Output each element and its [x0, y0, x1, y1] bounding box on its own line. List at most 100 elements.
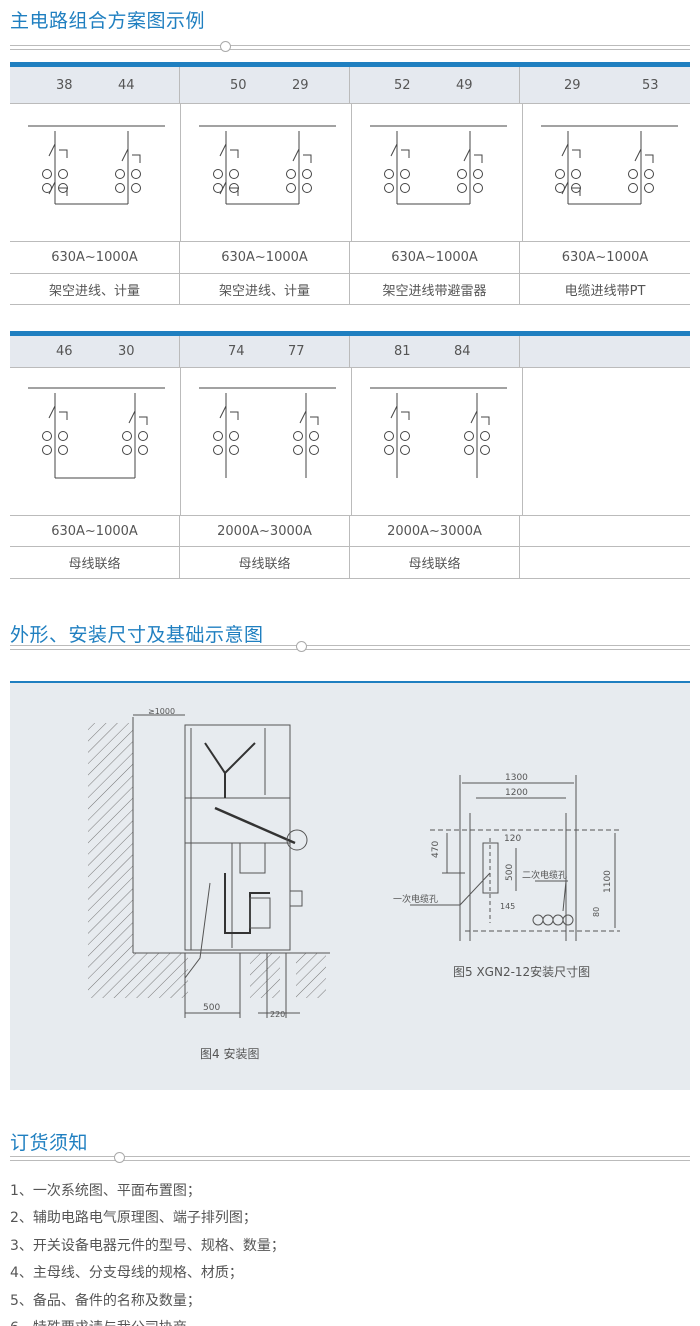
description-row: 架空进线、计量 架空进线、计量 架空进线带避雷器 电缆进线带PT [10, 274, 690, 305]
circuit-schematic-icon [370, 387, 507, 478]
current-transformer-symbol [628, 183, 638, 193]
empty-cell [523, 368, 693, 515]
circuit-diagram [352, 368, 523, 515]
dim-470: 470 [431, 841, 441, 858]
current-transformer-symbol [480, 445, 490, 455]
current-transformer-symbol [42, 169, 52, 179]
scheme-description: 架空进线带避雷器 [350, 274, 520, 304]
scheme-number: 53 [642, 77, 659, 93]
current-transformer-symbol [293, 431, 303, 441]
scheme-description: 母线联络 [350, 547, 520, 578]
current-transformer-symbol [229, 431, 239, 441]
rated-current: 630A~1000A [10, 242, 180, 273]
header-cell: 52 49 [350, 67, 520, 103]
current-transformer-symbol [286, 169, 296, 179]
scheme-number: 49 [456, 77, 473, 93]
current-transformer-symbol [309, 445, 319, 455]
scheme-number: 74 [228, 344, 245, 359]
scheme-number: 52 [394, 77, 411, 93]
header-cell: 50 29 [180, 67, 350, 103]
circuit-schematic-icon [199, 387, 336, 478]
switch-symbol [128, 403, 148, 433]
circuit-diagram [181, 104, 352, 241]
current-transformer-symbol [302, 183, 312, 193]
switch-symbol [48, 136, 68, 166]
scheme-description: 架空进线、计量 [180, 274, 350, 304]
current-transformer-symbol [229, 169, 239, 179]
scheme-number: 38 [56, 77, 73, 93]
current-transformer-symbol [58, 445, 68, 455]
current-transformer-symbol [58, 431, 68, 441]
switch-symbol [219, 174, 239, 204]
dim-80: 80 [592, 907, 601, 917]
rated-current: 2000A~3000A [180, 516, 350, 546]
circuit-diagram [181, 368, 352, 515]
switch-symbol [390, 398, 410, 428]
scheme-number: 46 [56, 344, 73, 359]
description-row: 母线联络 母线联络 母线联络 [10, 547, 690, 579]
diagram-row [10, 368, 690, 516]
current-transformer-symbol [644, 169, 654, 179]
current-transformer-symbol [131, 169, 141, 179]
switch-symbol [390, 136, 410, 166]
dim-220: 220 [270, 1010, 285, 1019]
scheme-number: 84 [454, 344, 471, 359]
current-transformer-symbol [138, 431, 148, 441]
scheme-description: 电缆进线带PT [564, 283, 646, 299]
current-transformer-symbol [58, 169, 68, 179]
rated-current: 630A~1000A [10, 516, 180, 546]
switch-symbol [634, 141, 654, 171]
dim-145: 145 [500, 902, 515, 911]
switch-symbol [561, 174, 581, 204]
current-transformer-symbol [131, 183, 141, 193]
current-transformer-symbol [480, 431, 490, 441]
switch-symbol [292, 141, 312, 171]
list-item: 5、备品、备件的名称及数量； [10, 1292, 201, 1309]
current-transformer-symbol [384, 169, 394, 179]
dim-500: 500 [203, 1003, 220, 1013]
current-transformer-symbol [400, 183, 410, 193]
scheme-number: 29 [292, 77, 309, 93]
label-primary-cable-hole: 一次电缆孔 [393, 893, 438, 905]
current-transformer-symbol [473, 169, 483, 179]
list-item: 3、开关设备电器元件的型号、规格、数量； [10, 1237, 285, 1254]
current-transformer-symbol [302, 169, 312, 179]
fig4-caption: 图4 安装图 [200, 1047, 260, 1061]
current-transformer-symbol [384, 183, 394, 193]
list-item: 2、辅助电路电气原理图、端子排列图； [10, 1210, 257, 1227]
divider-dot-icon [220, 41, 231, 52]
circuit-diagram [10, 368, 181, 515]
current-transformer-symbol [400, 169, 410, 179]
list-item: 4、主母线、分支母线的规格、材质； [10, 1265, 243, 1282]
circuit-schematic-icon [28, 387, 165, 479]
current-transformer-symbol [400, 445, 410, 455]
empty-cell [520, 516, 690, 546]
scheme-number: 44 [118, 77, 135, 93]
current-transformer-symbol [644, 183, 654, 193]
current-transformer-symbol [309, 431, 319, 441]
current-transformer-symbol [42, 431, 52, 441]
current-transformer-symbol [628, 169, 638, 179]
circuit-schematic-icon [541, 125, 678, 205]
circuit-diagram [352, 104, 523, 241]
circuit-diagram [523, 104, 693, 241]
switch-symbol [48, 174, 68, 204]
switch-symbol [48, 398, 68, 428]
section-divider [10, 41, 690, 52]
current-row: 630A~1000A 630A~1000A 630A~1000A 630A~10… [10, 242, 690, 274]
scheme-number: 30 [118, 344, 135, 359]
current-transformer-symbol [115, 183, 125, 193]
dim-120: 120 [504, 834, 521, 844]
current-transformer-symbol [464, 445, 474, 455]
scheme-number: 50 [230, 77, 247, 93]
scheme-description: 架空进线、计量 [10, 274, 180, 304]
circuit-diagram [10, 104, 181, 241]
rated-current: 630A~1000A [350, 242, 520, 273]
diagram-row [10, 104, 690, 242]
divider-dot-icon [296, 641, 307, 652]
current-transformer-symbol [122, 431, 132, 441]
switch-symbol [219, 398, 239, 428]
